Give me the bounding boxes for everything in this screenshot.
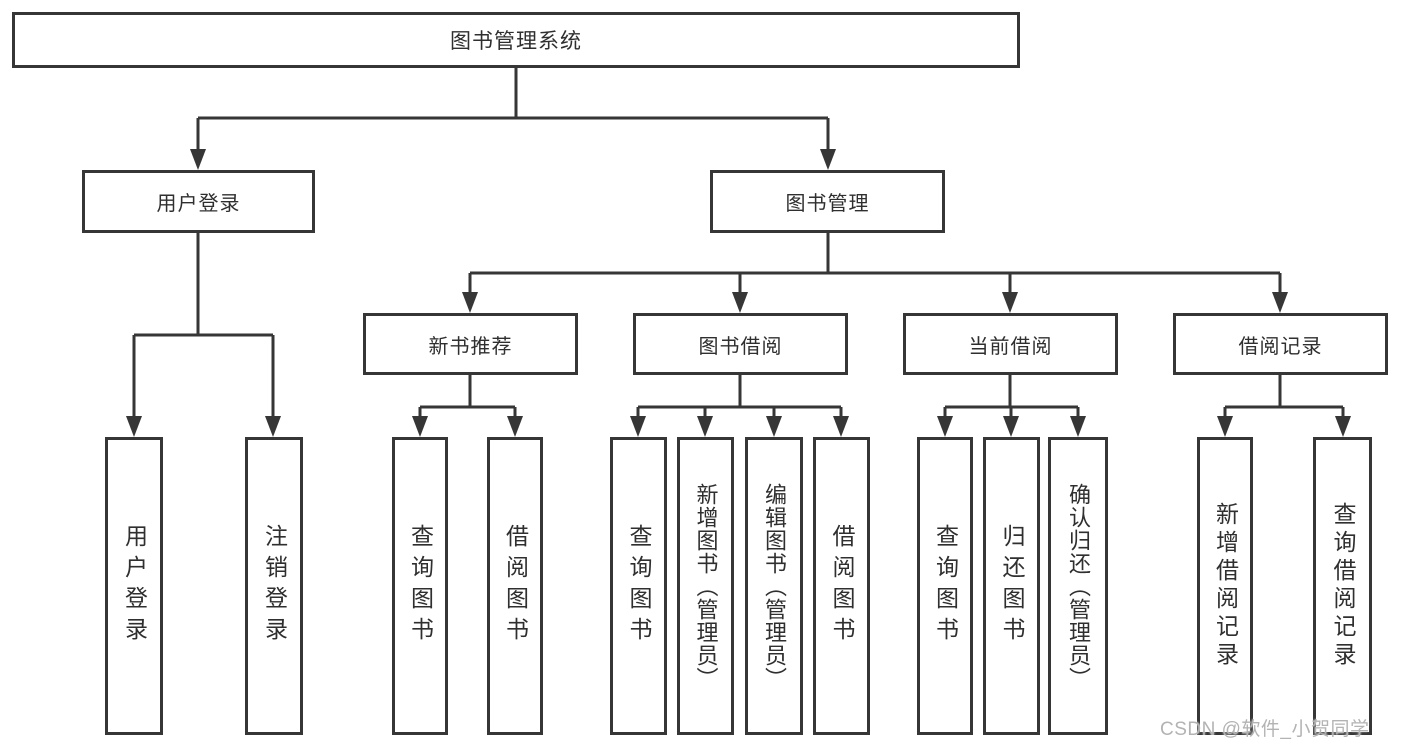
arrowhead: [833, 416, 849, 437]
node-borrow-records: 借阅记录: [1173, 313, 1388, 375]
connector-root-to-level2: [196, 68, 830, 151]
leaf-borrow-book-label: 借阅图书: [829, 524, 855, 648]
node-borrow-records-label: 借阅记录: [1238, 335, 1323, 358]
arrowhead: [462, 292, 478, 313]
csdn-watermark: CSDN @软件_小贺同学: [1160, 719, 1370, 740]
node-current-borrow: 当前借阅: [903, 313, 1118, 375]
connector-borrow-to-leaves: [636, 375, 843, 418]
arrowhead: [1272, 292, 1288, 313]
arrowhead: [1070, 416, 1086, 437]
leaf-newbooks-borrow: 借阅图书: [487, 437, 543, 735]
arrowhead: [1217, 416, 1233, 437]
node-current-borrow-label: 当前借阅: [968, 335, 1053, 358]
arrowhead: [265, 416, 281, 437]
node-book-borrow-label: 图书借阅: [698, 335, 783, 358]
node-new-book-recommend-label: 新书推荐: [428, 335, 513, 358]
leaf-current-query-label: 查询图书: [932, 524, 959, 648]
leaf-borrow-book: 借阅图书: [813, 437, 870, 735]
leaf-current-confirm-admin: 确认归还（管理员）: [1048, 437, 1108, 735]
arrowhead: [1002, 292, 1018, 313]
node-book-management-label: 图书管理: [785, 193, 870, 215]
leaf-borrow-add-admin-label: 新增图书（管理员）: [693, 482, 719, 690]
connector-newbooks-to-leaves: [418, 375, 517, 418]
arrowhead: [820, 149, 836, 170]
node-new-book-recommend: 新书推荐: [363, 313, 578, 375]
leaf-logout: 注销登录: [245, 437, 303, 735]
node-root-label: 图书管理系统: [450, 30, 582, 53]
leaf-newbooks-query: 查询图书: [392, 437, 448, 735]
leaf-user-login-label: 用户登录: [121, 524, 148, 648]
leaf-current-return-label: 归还图书: [999, 524, 1025, 648]
arrowhead: [1003, 416, 1019, 437]
arrowhead: [766, 416, 782, 437]
leaf-records-add-label: 新增借阅记录: [1212, 502, 1239, 670]
node-book-management: 图书管理: [710, 170, 945, 233]
arrowhead: [507, 416, 523, 437]
leaf-logout-label: 注销登录: [261, 524, 288, 648]
connector-mgmt-to-level3: [468, 233, 1282, 294]
arrowhead: [126, 416, 142, 437]
connector-login-to-leaves: [132, 233, 275, 418]
connector-records-to-leaves: [1223, 375, 1345, 418]
arrowhead: [630, 416, 646, 437]
leaf-user-login: 用户登录: [105, 437, 163, 735]
arrowhead: [732, 292, 748, 313]
node-book-borrow: 图书借阅: [633, 313, 848, 375]
leaf-newbooks-query-label: 查询图书: [407, 524, 434, 648]
leaf-borrow-edit-admin-label: 编辑图书（管理员）: [762, 482, 787, 690]
node-user-login-label: 用户登录: [156, 193, 241, 215]
leaf-borrow-edit-admin: 编辑图书（管理员）: [745, 437, 803, 735]
leaf-current-confirm-admin-label: 确认归还（管理员）: [1066, 482, 1091, 690]
leaf-newbooks-borrow-label: 借阅图书: [502, 524, 529, 648]
leaf-borrow-query-label: 查询图书: [626, 524, 652, 648]
leaf-current-return: 归还图书: [983, 437, 1040, 735]
leaf-borrow-add-admin: 新增图书（管理员）: [677, 437, 734, 735]
connector-current-to-leaves: [943, 375, 1080, 418]
leaf-records-query: 查询借阅记录: [1313, 437, 1372, 735]
leaf-current-query: 查询图书: [917, 437, 973, 735]
node-root: 图书管理系统: [12, 12, 1020, 68]
leaf-records-add: 新增借阅记录: [1197, 437, 1253, 735]
arrowhead: [1335, 416, 1351, 437]
arrowhead: [937, 416, 953, 437]
arrowhead: [697, 416, 713, 437]
leaf-records-query-label: 查询借阅记录: [1330, 502, 1356, 670]
node-user-login: 用户登录: [82, 170, 315, 233]
arrowhead: [190, 149, 206, 170]
leaf-borrow-query: 查询图书: [610, 437, 667, 735]
arrowhead: [412, 416, 428, 437]
